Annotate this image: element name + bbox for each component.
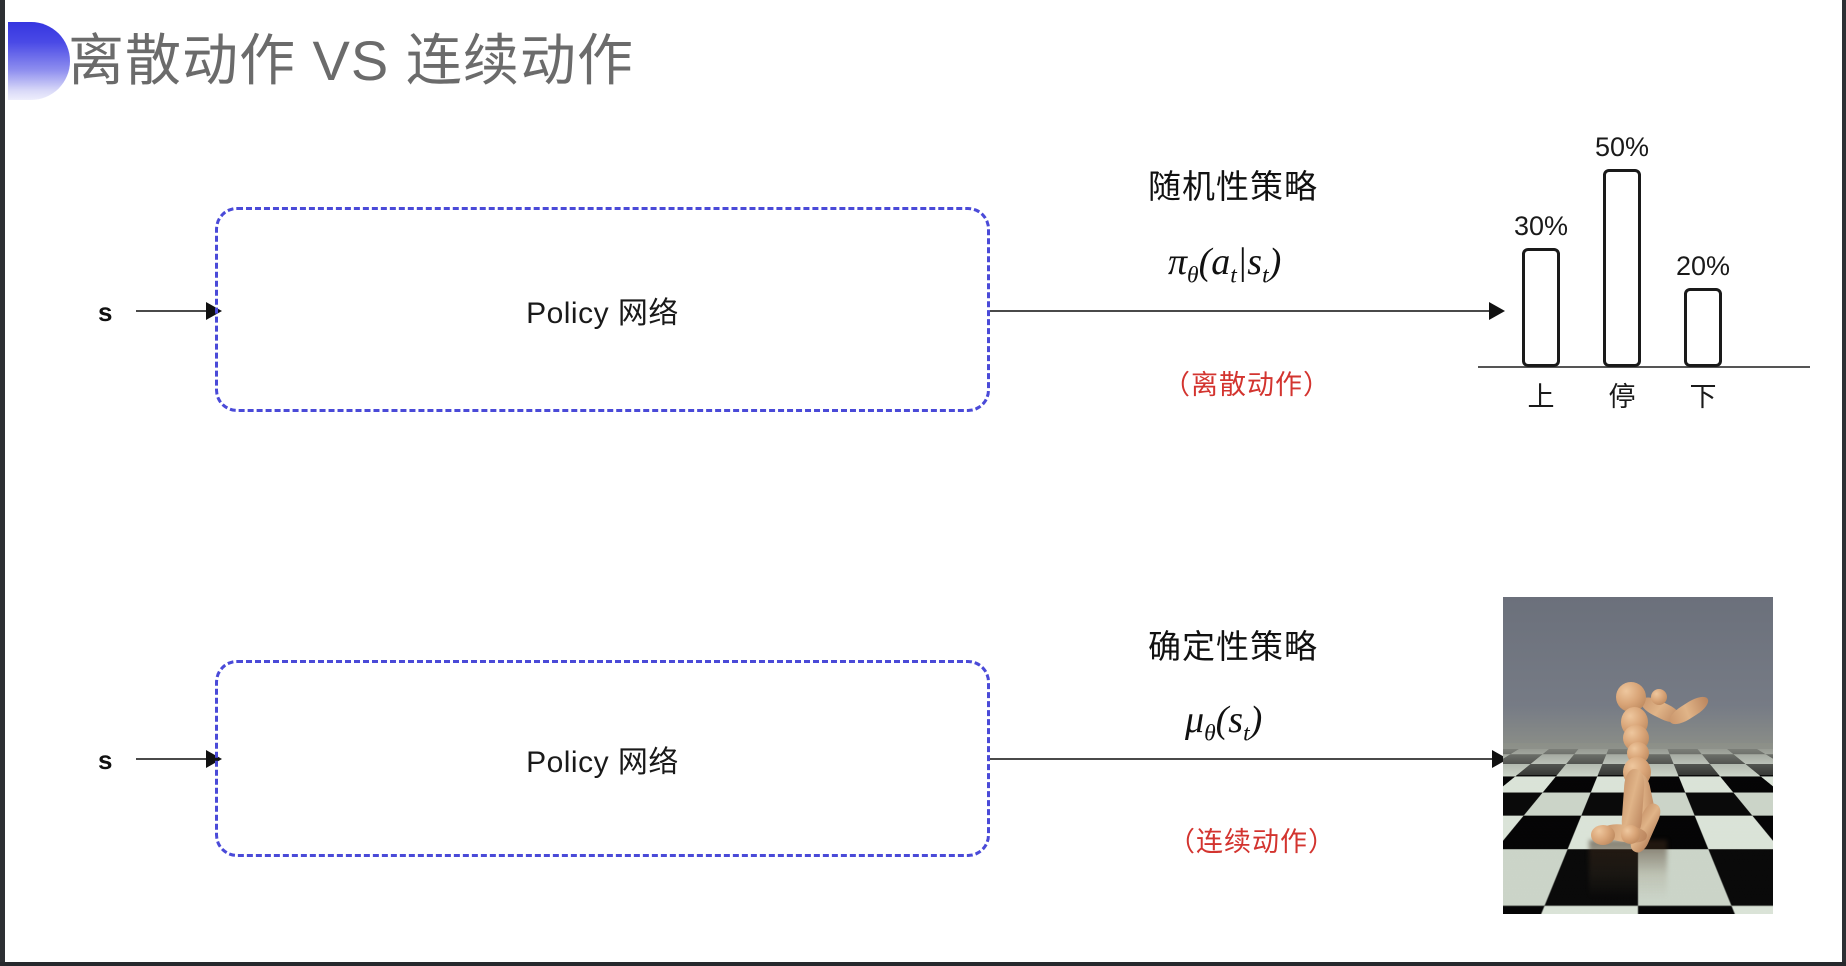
bar-stop — [1603, 169, 1641, 367]
chart-baseline-axis — [1478, 366, 1810, 368]
input-arrow-head-row2 — [206, 750, 222, 768]
policy-network-box-row2[interactable]: Policy 网络 — [215, 660, 990, 857]
bar-value-stop: 50% — [1594, 132, 1650, 162]
formula-a-sub-t: t — [1230, 262, 1237, 289]
input-arrow-head-row1 — [206, 302, 222, 320]
formula-s-sub-t-2: t — [1243, 720, 1250, 747]
title-bullet-marker-icon — [8, 22, 70, 100]
bar-category-stop: 停 — [1608, 382, 1636, 412]
stochastic-policy-label: 随机性策略 — [1148, 168, 1318, 205]
formula-theta: θ — [1187, 262, 1199, 289]
output-arrow-line-row1 — [990, 310, 1495, 312]
formula-theta-2: θ — [1204, 720, 1216, 747]
video-edge-right — [1842, 0, 1846, 966]
stochastic-policy-formula: πθ(at|st) — [1168, 240, 1281, 290]
bar-up — [1522, 248, 1560, 367]
humanoid-foot-right — [1591, 825, 1615, 845]
formula-open-a: (a — [1198, 241, 1231, 283]
formula-close-paren: ) — [1268, 241, 1282, 283]
humanoid-knee-right — [1621, 825, 1640, 844]
formula-s-sub-t: t — [1262, 262, 1269, 289]
bar-value-up: 30% — [1513, 211, 1569, 241]
video-edge-left — [0, 0, 5, 966]
policy-network-label-row2: Policy 网络 — [526, 745, 679, 779]
formula-mu: μ — [1185, 699, 1205, 741]
bar-value-down: 20% — [1675, 251, 1731, 281]
state-input-label-row2: s — [98, 745, 113, 775]
formula-bar-s: |s — [1236, 241, 1263, 283]
bar-down — [1684, 288, 1722, 367]
action-probability-bar-chart: 30% 上 50% 停 20% 下 — [1470, 110, 1815, 420]
humanoid-hand-right — [1651, 689, 1667, 705]
bar-category-up: 上 — [1527, 382, 1555, 412]
discrete-action-note: （离散动作） — [1163, 370, 1331, 400]
formula-close-paren-2: ) — [1249, 699, 1263, 741]
humanoid-reflection — [1589, 840, 1667, 898]
bar-category-down: 下 — [1689, 382, 1717, 412]
output-arrow-line-row2 — [990, 758, 1498, 760]
humanoid-simulation-image — [1503, 597, 1773, 914]
deterministic-policy-label: 确定性策略 — [1148, 628, 1318, 665]
page-title: 离散动作 VS 连续动作 — [68, 29, 634, 92]
policy-network-label-row1: Policy 网络 — [526, 296, 679, 330]
input-arrow-line-row1 — [136, 310, 214, 312]
video-edge-bottom — [0, 962, 1846, 966]
formula-pi: π — [1168, 241, 1188, 283]
deterministic-policy-formula: μθ(st) — [1185, 698, 1262, 748]
policy-network-box-row1[interactable]: Policy 网络 — [215, 207, 990, 412]
input-arrow-line-row2 — [136, 758, 214, 760]
formula-open-s: (s — [1215, 699, 1244, 741]
state-input-label-row1: s — [98, 297, 113, 327]
output-arrow-head-row1 — [1489, 302, 1505, 320]
continuous-action-note: （连续动作） — [1168, 827, 1336, 857]
